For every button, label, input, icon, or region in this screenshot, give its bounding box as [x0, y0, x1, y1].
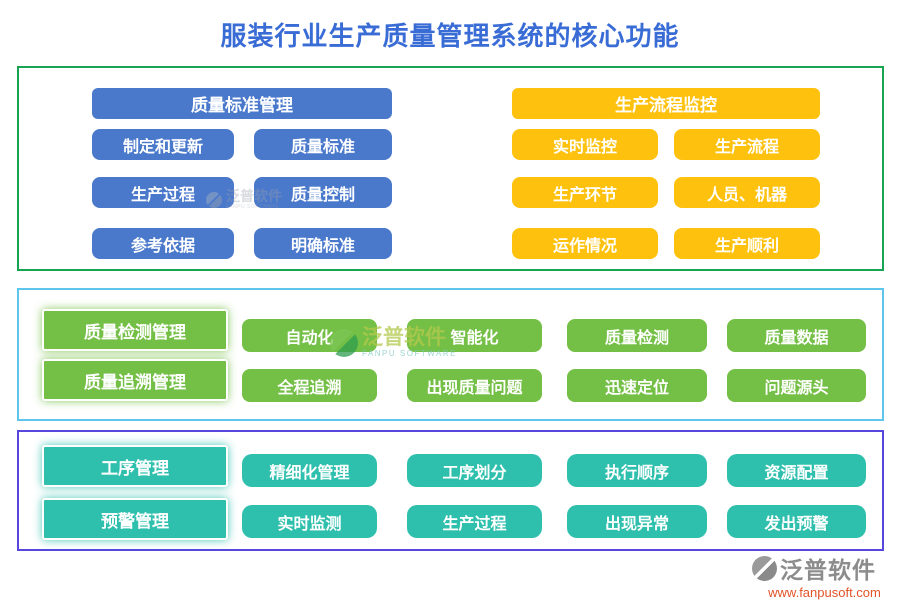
- section-quality-detection: 质量检测管理 自动化 智能化 质量检测 质量数据 质量追溯管理 全程追溯 出现质…: [17, 288, 884, 421]
- node-production-link: 生产环节: [512, 177, 658, 208]
- section-quality-standard: 质量标准管理 制定和更新 质量标准 生产过程 质量控制 参考依据 明确标准 生产…: [17, 66, 884, 271]
- node-quality-data: 质量数据: [727, 319, 866, 352]
- footer-brand-name: 泛普软件: [780, 557, 876, 583]
- footer-brand-block: 泛普软件 www.fanpusoft.com: [752, 551, 897, 600]
- page-title: 服装行业生产质量管理系统的核心功能: [220, 21, 680, 51]
- node-send-warning: 发出预警: [727, 505, 866, 538]
- node-procedure-split: 工序划分: [407, 454, 542, 487]
- footer-url-link[interactable]: www.fanpusoft.com: [768, 585, 881, 600]
- node-realtime-monitor: 实时监控: [512, 129, 658, 160]
- node-automation: 自动化: [242, 319, 377, 352]
- node-quality-inspection: 质量检测: [567, 319, 707, 352]
- section-procedure-warning: 工序管理 精细化管理 工序划分 执行顺序 资源配置 预警管理 实时监测 生产过程…: [17, 430, 884, 551]
- node-resource-alloc: 资源配置: [727, 454, 866, 487]
- node-production-flow: 生产流程: [674, 129, 820, 160]
- node-quality-issue: 出现质量问题: [407, 369, 542, 402]
- node-operation-status: 运作情况: [512, 228, 658, 259]
- node-define-update: 制定和更新: [92, 129, 234, 160]
- node-production-process: 生产过程: [92, 177, 234, 208]
- node-intelligence: 智能化: [407, 319, 542, 352]
- node-quality-trace-mgmt: 质量追溯管理: [42, 359, 228, 401]
- node-production-proc: 生产过程: [407, 505, 542, 538]
- node-quality-control: 质量控制: [254, 177, 392, 208]
- node-quality-standard-header: 质量标准管理: [92, 88, 392, 119]
- node-quality-criteria: 质量标准: [254, 129, 392, 160]
- node-abnormal-found: 出现异常: [567, 505, 707, 538]
- node-full-trace: 全程追溯: [242, 369, 377, 402]
- node-issue-source: 问题源头: [727, 369, 866, 402]
- node-reference-basis: 参考依据: [92, 228, 234, 259]
- node-exec-order: 执行顺序: [567, 454, 707, 487]
- node-smooth-production: 生产顺利: [674, 228, 820, 259]
- node-quick-locate: 迅速定位: [567, 369, 707, 402]
- fanpu-logo-icon: [752, 555, 777, 581]
- node-warning-mgmt: 预警管理: [42, 498, 228, 540]
- node-refined-mgmt: 精细化管理: [242, 454, 377, 487]
- node-realtime-watch: 实时监测: [242, 505, 377, 538]
- node-process-monitor-header: 生产流程监控: [512, 88, 820, 119]
- node-procedure-mgmt: 工序管理: [42, 445, 228, 487]
- node-staff-machine: 人员、机器: [674, 177, 820, 208]
- node-quality-detection-mgmt: 质量检测管理: [42, 309, 228, 351]
- node-clear-standard: 明确标准: [254, 228, 392, 259]
